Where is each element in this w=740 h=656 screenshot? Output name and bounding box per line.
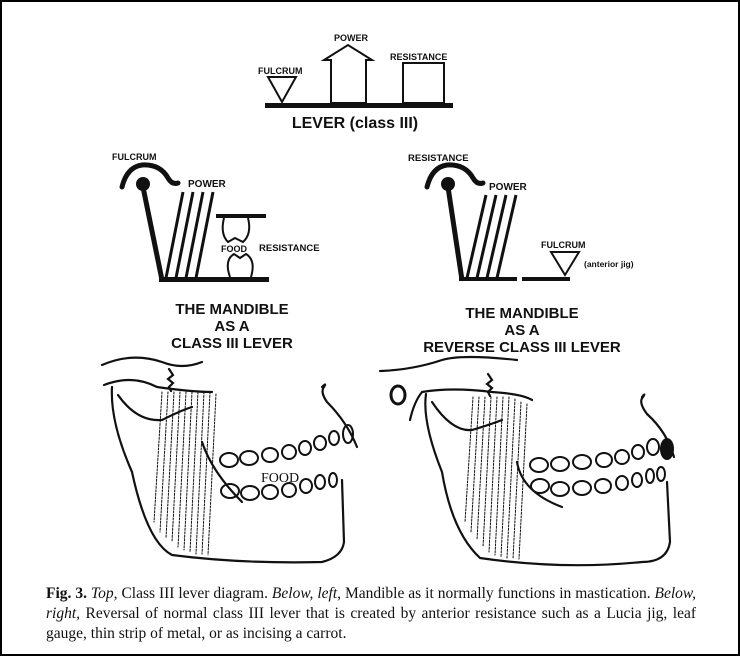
left-mandible-drawing — [100, 356, 359, 564]
right-title-line-1: THE MANDIBLE — [465, 305, 579, 322]
right-ear-icon — [389, 384, 407, 406]
right-zygomatic — [408, 388, 534, 422]
left-power-label: POWER — [188, 179, 227, 190]
left-fulcrum-joint-icon — [136, 177, 150, 191]
left-mandible-title: THE MANDIBLE AS A CLASS III LEVER — [132, 301, 332, 352]
right-title-line-2: AS A — [504, 322, 540, 339]
right-upper-lip — [640, 393, 676, 459]
right-jig-label: (anterior jig) — [584, 259, 634, 269]
right-power-label: POWER — [489, 182, 528, 193]
right-resistance-hook — [424, 162, 486, 190]
resistance-box-icon — [402, 62, 445, 104]
fulcrum-triangle-icon — [266, 76, 298, 105]
right-fulcrum-label: FULCRUM — [541, 240, 586, 250]
right-title-line-3: REVERSE CLASS III LEVER — [423, 339, 621, 356]
right-lower-teeth — [530, 466, 666, 497]
left-title-line-1: THE MANDIBLE — [175, 301, 289, 318]
right-mandible-title: THE MANDIBLE AS A REVERSE CLASS III LEVE… — [397, 305, 647, 356]
upper-tooth-icon — [221, 217, 251, 244]
left-skull-base — [100, 356, 204, 368]
lower-tooth-icon — [226, 252, 254, 278]
top-fulcrum-label: FULCRUM — [258, 66, 303, 76]
left-power-lines — [164, 191, 215, 279]
left-fulcrum-label: FULCRUM — [112, 152, 157, 162]
right-lever-base — [459, 277, 517, 281]
left-ramus-notch — [116, 393, 194, 422]
left-lever-diagram: FULCRUM POWER FOOD RESISTANCE — [112, 152, 320, 282]
right-power-lines — [465, 194, 518, 279]
left-lever-arm — [140, 186, 165, 281]
caption-below-left-ref: Below, left, — [271, 585, 342, 602]
right-fulcrum-triangle-icon — [549, 251, 581, 277]
caption-text-1: Class III lever diagram. — [117, 585, 272, 602]
right-lever-diagram: RESISTANCE POWER FULCRUM (anterior jig) — [408, 153, 634, 281]
caption-top-ref: Top, — [90, 585, 118, 602]
left-masseter-hatching — [153, 391, 217, 556]
lever-bar — [265, 103, 453, 108]
right-mandible-outline — [424, 392, 672, 567]
right-masseter-hatching — [464, 396, 528, 560]
left-lever-base — [159, 277, 269, 282]
caption-below-right-ref: Below, right, — [46, 585, 696, 622]
right-mandible-drawing — [378, 355, 676, 567]
top-lever-diagram: FULCRUM POWER RESISTANCE LEVER (class II… — [258, 33, 453, 132]
left-lower-teeth — [220, 472, 338, 501]
left-resistance-label: RESISTANCE — [259, 243, 320, 254]
right-lever-base-anterior — [522, 277, 570, 281]
left-mandible-outline — [110, 385, 346, 564]
left-title-line-3: CLASS III LEVER — [171, 335, 293, 352]
top-lever-title: LEVER (class III) — [292, 115, 418, 132]
right-ramus-notch — [430, 400, 504, 432]
left-zygomatic — [102, 378, 214, 394]
left-upper-lip — [320, 383, 359, 449]
power-arrow-icon — [320, 43, 376, 104]
right-joint-icon — [441, 177, 455, 191]
top-power-label: POWER — [334, 33, 369, 43]
figure-caption: Fig. 3. Top, Class III lever diagram. Be… — [46, 584, 696, 644]
caption-text-2: Mandible as it normally functions in mas… — [341, 585, 655, 602]
caption-text-3: Reversal of normal class III lever that … — [46, 605, 696, 642]
jaw-food-label: FOOD — [261, 471, 299, 486]
right-resistance-label: RESISTANCE — [408, 153, 469, 164]
right-skull-base — [378, 355, 519, 373]
left-upper-teeth — [219, 424, 354, 468]
left-upper-tooth-plate — [216, 214, 266, 218]
top-resistance-label: RESISTANCE — [390, 52, 447, 62]
left-fulcrum-hook — [119, 162, 181, 190]
left-title-line-2: AS A — [214, 318, 250, 335]
caption-fig-number: Fig. 3. — [46, 585, 87, 602]
left-food-label: FOOD — [221, 244, 247, 254]
right-upper-teeth — [529, 438, 674, 473]
right-lever-arm — [445, 186, 465, 281]
